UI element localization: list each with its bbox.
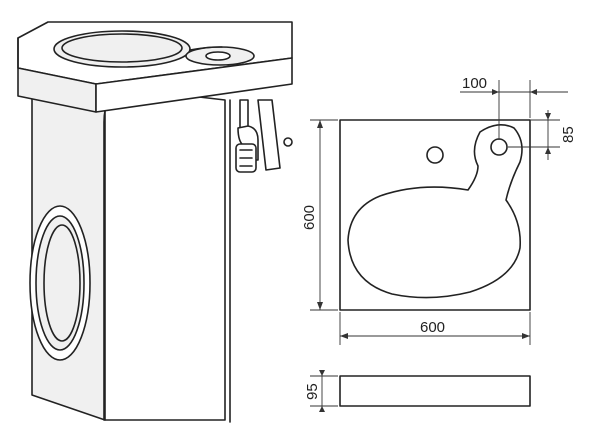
faucet-hole bbox=[490, 138, 508, 156]
dim-thickness-label: 95 bbox=[304, 383, 321, 400]
dim-faucet-offset-label: 100 bbox=[462, 75, 487, 92]
sink-side-view: 95 bbox=[304, 370, 531, 412]
sink-plan-view: 100 85 600 600 bbox=[301, 75, 577, 345]
dim-top-depth-label: 600 bbox=[301, 205, 318, 230]
overflow-hole bbox=[426, 146, 444, 164]
dim-top-width-label: 600 bbox=[420, 319, 445, 336]
siphon-pipe bbox=[235, 99, 293, 173]
dim-top-width: 600 bbox=[339, 312, 531, 345]
dim-faucet-inset-label: 85 bbox=[560, 126, 577, 143]
sink-front-face bbox=[95, 57, 293, 113]
dim-top-depth: 600 bbox=[301, 119, 338, 311]
machine-front-panel bbox=[104, 87, 226, 421]
plan-basin bbox=[347, 124, 523, 299]
plan-outline bbox=[339, 119, 531, 311]
dim-faucet-offset: 100 bbox=[460, 75, 568, 140]
sink-slab bbox=[17, 21, 293, 113]
machine-door bbox=[29, 205, 91, 361]
sink-basin bbox=[53, 30, 191, 68]
dim-thickness: 95 bbox=[304, 370, 338, 412]
side-outline bbox=[339, 375, 531, 407]
washing-machine-illustration bbox=[17, 21, 293, 423]
dim-faucet-inset: 85 bbox=[508, 110, 577, 160]
